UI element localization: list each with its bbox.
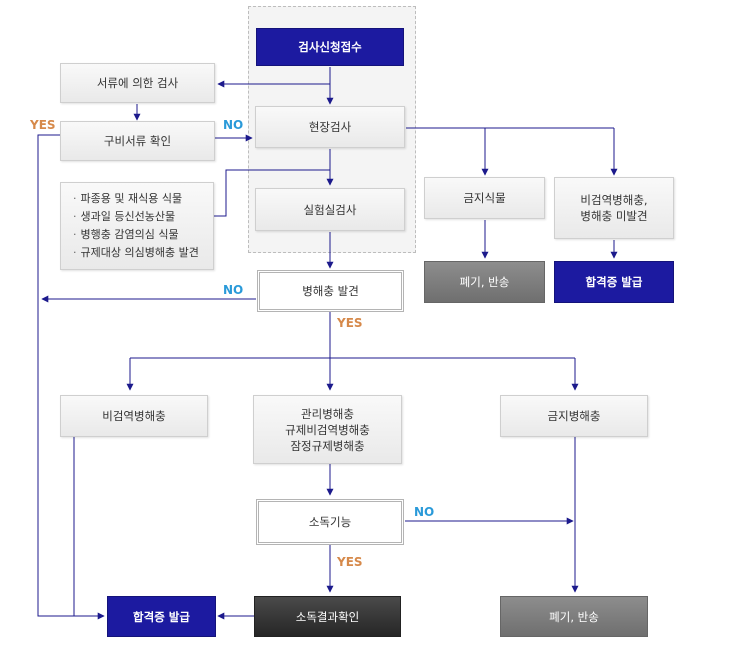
node-pest-found: 병해충 발견 [257,270,404,312]
node-disinfection-result: 소독결과확인 [254,596,401,637]
node-nonquarantine: 비검역병해충, 병해충 미발견 [554,177,674,239]
node-disinfection-possible: 소독기능 [256,499,404,545]
exempt-item: 규제대상 의심병해충 발견 [73,244,199,262]
node-managed-pests: 관리병해충 규제비검역병해충 잠정규제병해충 [253,395,402,464]
exempt-item: 생과일 등신선농산물 [73,208,199,226]
node-document-check: 구비서류 확인 [60,121,215,161]
label-yes-disinfect: YES [337,555,363,569]
managed-pest-item: 규제비검역병해충 [285,422,370,437]
node-discard-return-top: 폐기, 반송 [424,261,545,303]
node-prohibited-pest: 금지병해충 [500,395,648,437]
node-application: 검사신청접수 [256,28,404,66]
exempt-item: 병행충 감염의심 식물 [73,226,199,244]
exempt-item: 파종용 및 재식용 식물 [73,190,199,208]
label-yes-left: YES [30,118,56,132]
managed-pest-item: 잠정규제병해충 [290,438,365,453]
node-certificate-top: 합격증 발급 [554,261,674,303]
node-lab-inspection: 실험실검사 [255,188,405,231]
node-prohibited-plant: 금지식물 [424,177,545,219]
label-no-onsite: NO [223,118,244,132]
label-no-pest: NO [223,283,244,297]
node-discard-return-bottom: 폐기, 반송 [500,596,648,637]
node-nonquarantine-pest: 비검역병해충 [60,395,208,437]
node-exempt-list: 파종용 및 재식용 식물 생과일 등신선농산물 병행충 감염의심 식물 규제대상… [60,182,214,270]
managed-pest-item: 관리병해충 [301,406,354,421]
label-no-disinfect: NO [414,505,435,519]
nonquarantine-line2: 병해충 미발견 [580,209,648,223]
node-onsite-inspection: 현장검사 [255,106,405,148]
label-yes-pest: YES [337,316,363,330]
node-certificate-bottom: 합격증 발급 [107,596,216,637]
node-document-inspection: 서류에 의한 검사 [60,63,215,103]
nonquarantine-line1: 비검역병해충, [580,193,648,207]
